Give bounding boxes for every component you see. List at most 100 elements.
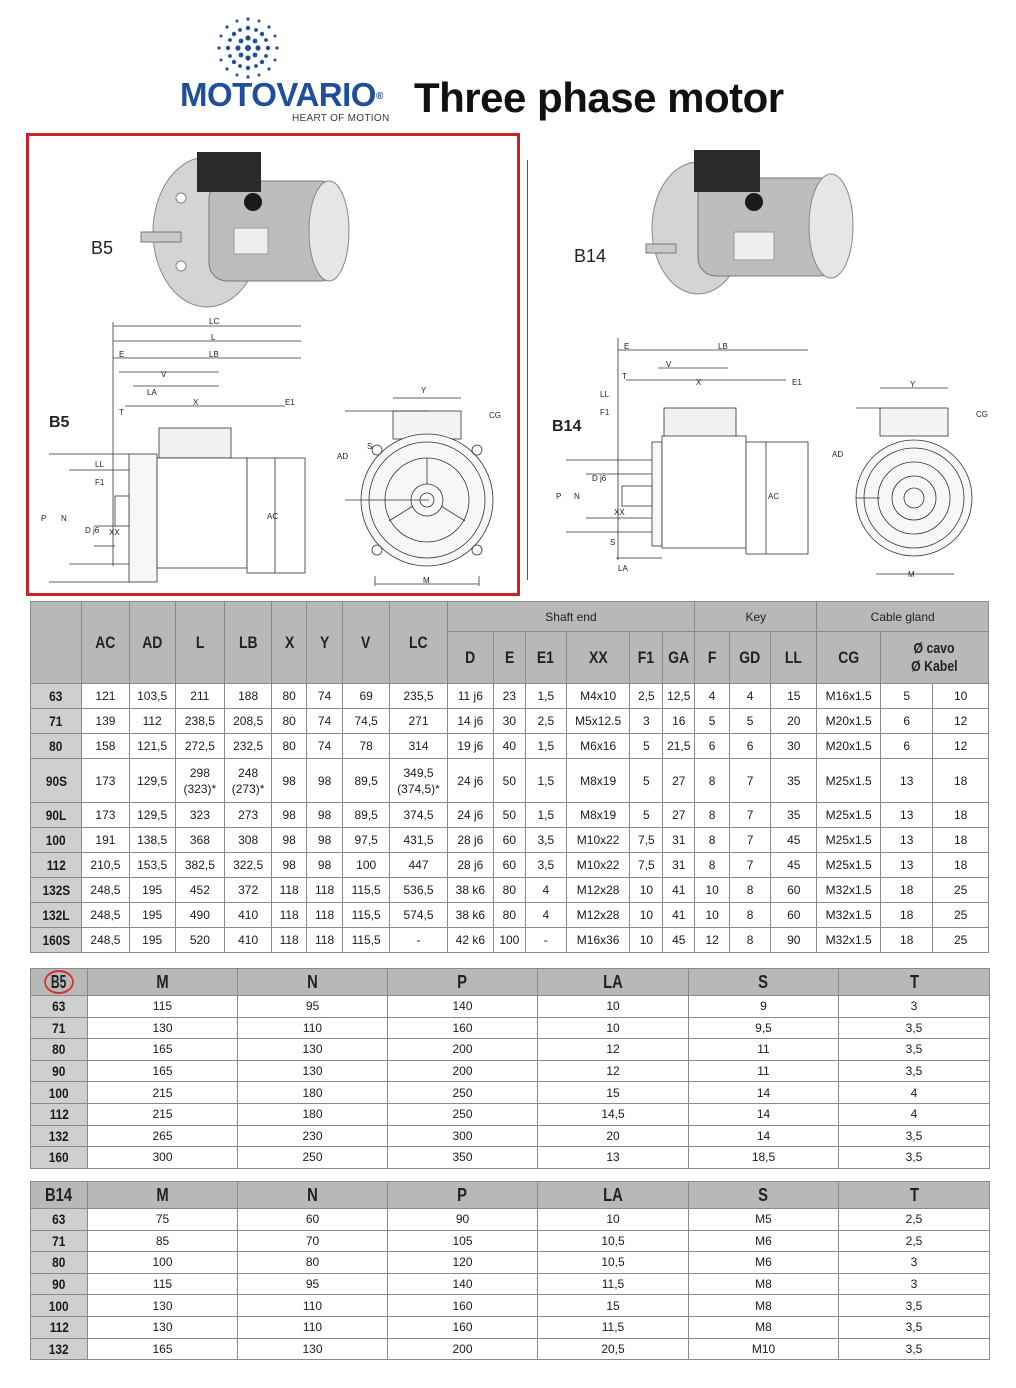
table-cell: M10: [688, 1337, 839, 1361]
table-cell: 130: [237, 1038, 388, 1061]
table-cell: 14: [688, 1081, 839, 1104]
b14-front-view: [855, 387, 973, 575]
table-cell: -: [524, 927, 567, 953]
table-cell: 80: [271, 683, 308, 709]
table-cell: 1,5: [524, 758, 567, 803]
table-cell: 349,5(374,5)*: [389, 758, 448, 803]
table-cell: 232,5: [223, 733, 273, 759]
table-cell: M12x28: [565, 877, 631, 903]
table-cell: 12: [537, 1059, 689, 1083]
table-cell: 7: [729, 758, 772, 803]
table-cell: 308: [223, 827, 273, 853]
table-cell: 13: [880, 827, 934, 853]
table-cell: 2,5: [524, 708, 567, 734]
b5-motor-drawing: [49, 152, 494, 586]
table-cell: 98: [271, 852, 308, 878]
table-cell: 18: [932, 802, 989, 828]
table-cell: 9,5: [688, 1016, 839, 1040]
table-cell: 28 j6: [446, 852, 494, 878]
dim-p: P: [556, 492, 562, 501]
dim-e1: E1: [792, 378, 802, 387]
b14-table-label: B14: [30, 1181, 88, 1209]
table-cell: 195: [128, 902, 176, 928]
b5-drawing-label: B5: [49, 414, 70, 431]
table-cell: 250: [387, 1102, 538, 1126]
dim-d: D j6: [85, 526, 100, 535]
table-cell: 98: [306, 852, 344, 878]
table-cell: 69: [342, 683, 391, 709]
brand-tagline: HEART OF MOTION: [292, 113, 390, 124]
motor-size-cell: 80: [30, 1251, 88, 1274]
col-lc: LC: [389, 601, 448, 684]
table-cell: 8: [694, 758, 731, 803]
table-cell: M8x19: [565, 802, 631, 828]
table-cell: 12: [537, 1038, 689, 1061]
header: MOTOVARIO® HEART OF MOTION Three phase m…: [0, 0, 1016, 130]
table-cell: 10: [694, 902, 731, 928]
table-cell: 3: [629, 708, 664, 734]
table-cell: 8: [729, 877, 772, 903]
table-cell: 30: [492, 708, 526, 734]
table-cell: 112: [128, 708, 176, 734]
motor-size-cell: 71: [29, 708, 83, 734]
b5-front-view: [345, 397, 494, 586]
b14-drawing-label: B14: [552, 418, 582, 435]
table-cell: 130: [237, 1059, 388, 1083]
table-cell: M8: [688, 1272, 839, 1296]
motor-size-cell: 90: [30, 1059, 88, 1083]
b5-col-m: M: [87, 968, 238, 996]
table-cell: M32x1.5: [816, 902, 882, 928]
b14-side-view: [566, 338, 809, 560]
table-cell: 265: [87, 1124, 238, 1148]
table-cell: 100: [492, 927, 526, 953]
table-cell: 215: [87, 1081, 238, 1104]
table-cell: 41: [662, 902, 696, 928]
dim-n: N: [574, 492, 580, 501]
table-cell: 3: [838, 1251, 990, 1274]
dim-p: P: [41, 514, 47, 523]
table-cell: 8: [729, 902, 772, 928]
table-cell: 372: [223, 877, 273, 903]
table-cell: 195: [128, 877, 176, 903]
motor-size-cell: 112: [30, 1315, 88, 1339]
table-cell: 20,5: [537, 1337, 689, 1361]
table-cell: 4: [524, 877, 567, 903]
table-cell: 5: [729, 708, 772, 734]
table-cell: 314: [389, 733, 448, 759]
table-cell: 74: [306, 733, 344, 759]
table-cell: 14,5: [537, 1102, 689, 1126]
table-cell: 118: [271, 877, 308, 903]
table-cell: M25x1.5: [816, 852, 882, 878]
table-cell: 98: [271, 802, 308, 828]
table-cell: 173: [81, 802, 130, 828]
dim-cg: CG: [976, 410, 988, 419]
table-cell: 374,5: [389, 802, 448, 828]
dim-la: LA: [618, 564, 628, 573]
table-cell: 10: [629, 902, 664, 928]
table-cell: 27: [662, 758, 696, 803]
table-cell: 28 j6: [446, 827, 494, 853]
dim-t: T: [622, 372, 627, 381]
b5-motor-photo: [140, 152, 350, 308]
table-cell: -: [389, 927, 448, 953]
dim-ll: LL: [95, 460, 104, 469]
table-cell: 60: [492, 852, 526, 878]
table-cell: 97,5: [342, 827, 391, 853]
col-ac: AC: [81, 601, 130, 684]
table-cell: 95: [237, 1272, 388, 1296]
table-cell: 118: [306, 927, 344, 953]
table-cell: 3,5: [524, 852, 567, 878]
table-cell: 21,5: [662, 733, 696, 759]
size-header: [29, 601, 83, 684]
table-cell: 180: [237, 1081, 388, 1104]
table-cell: 12,5: [662, 683, 696, 709]
table-cell: M8x19: [565, 758, 631, 803]
table-cell: 25: [932, 902, 989, 928]
